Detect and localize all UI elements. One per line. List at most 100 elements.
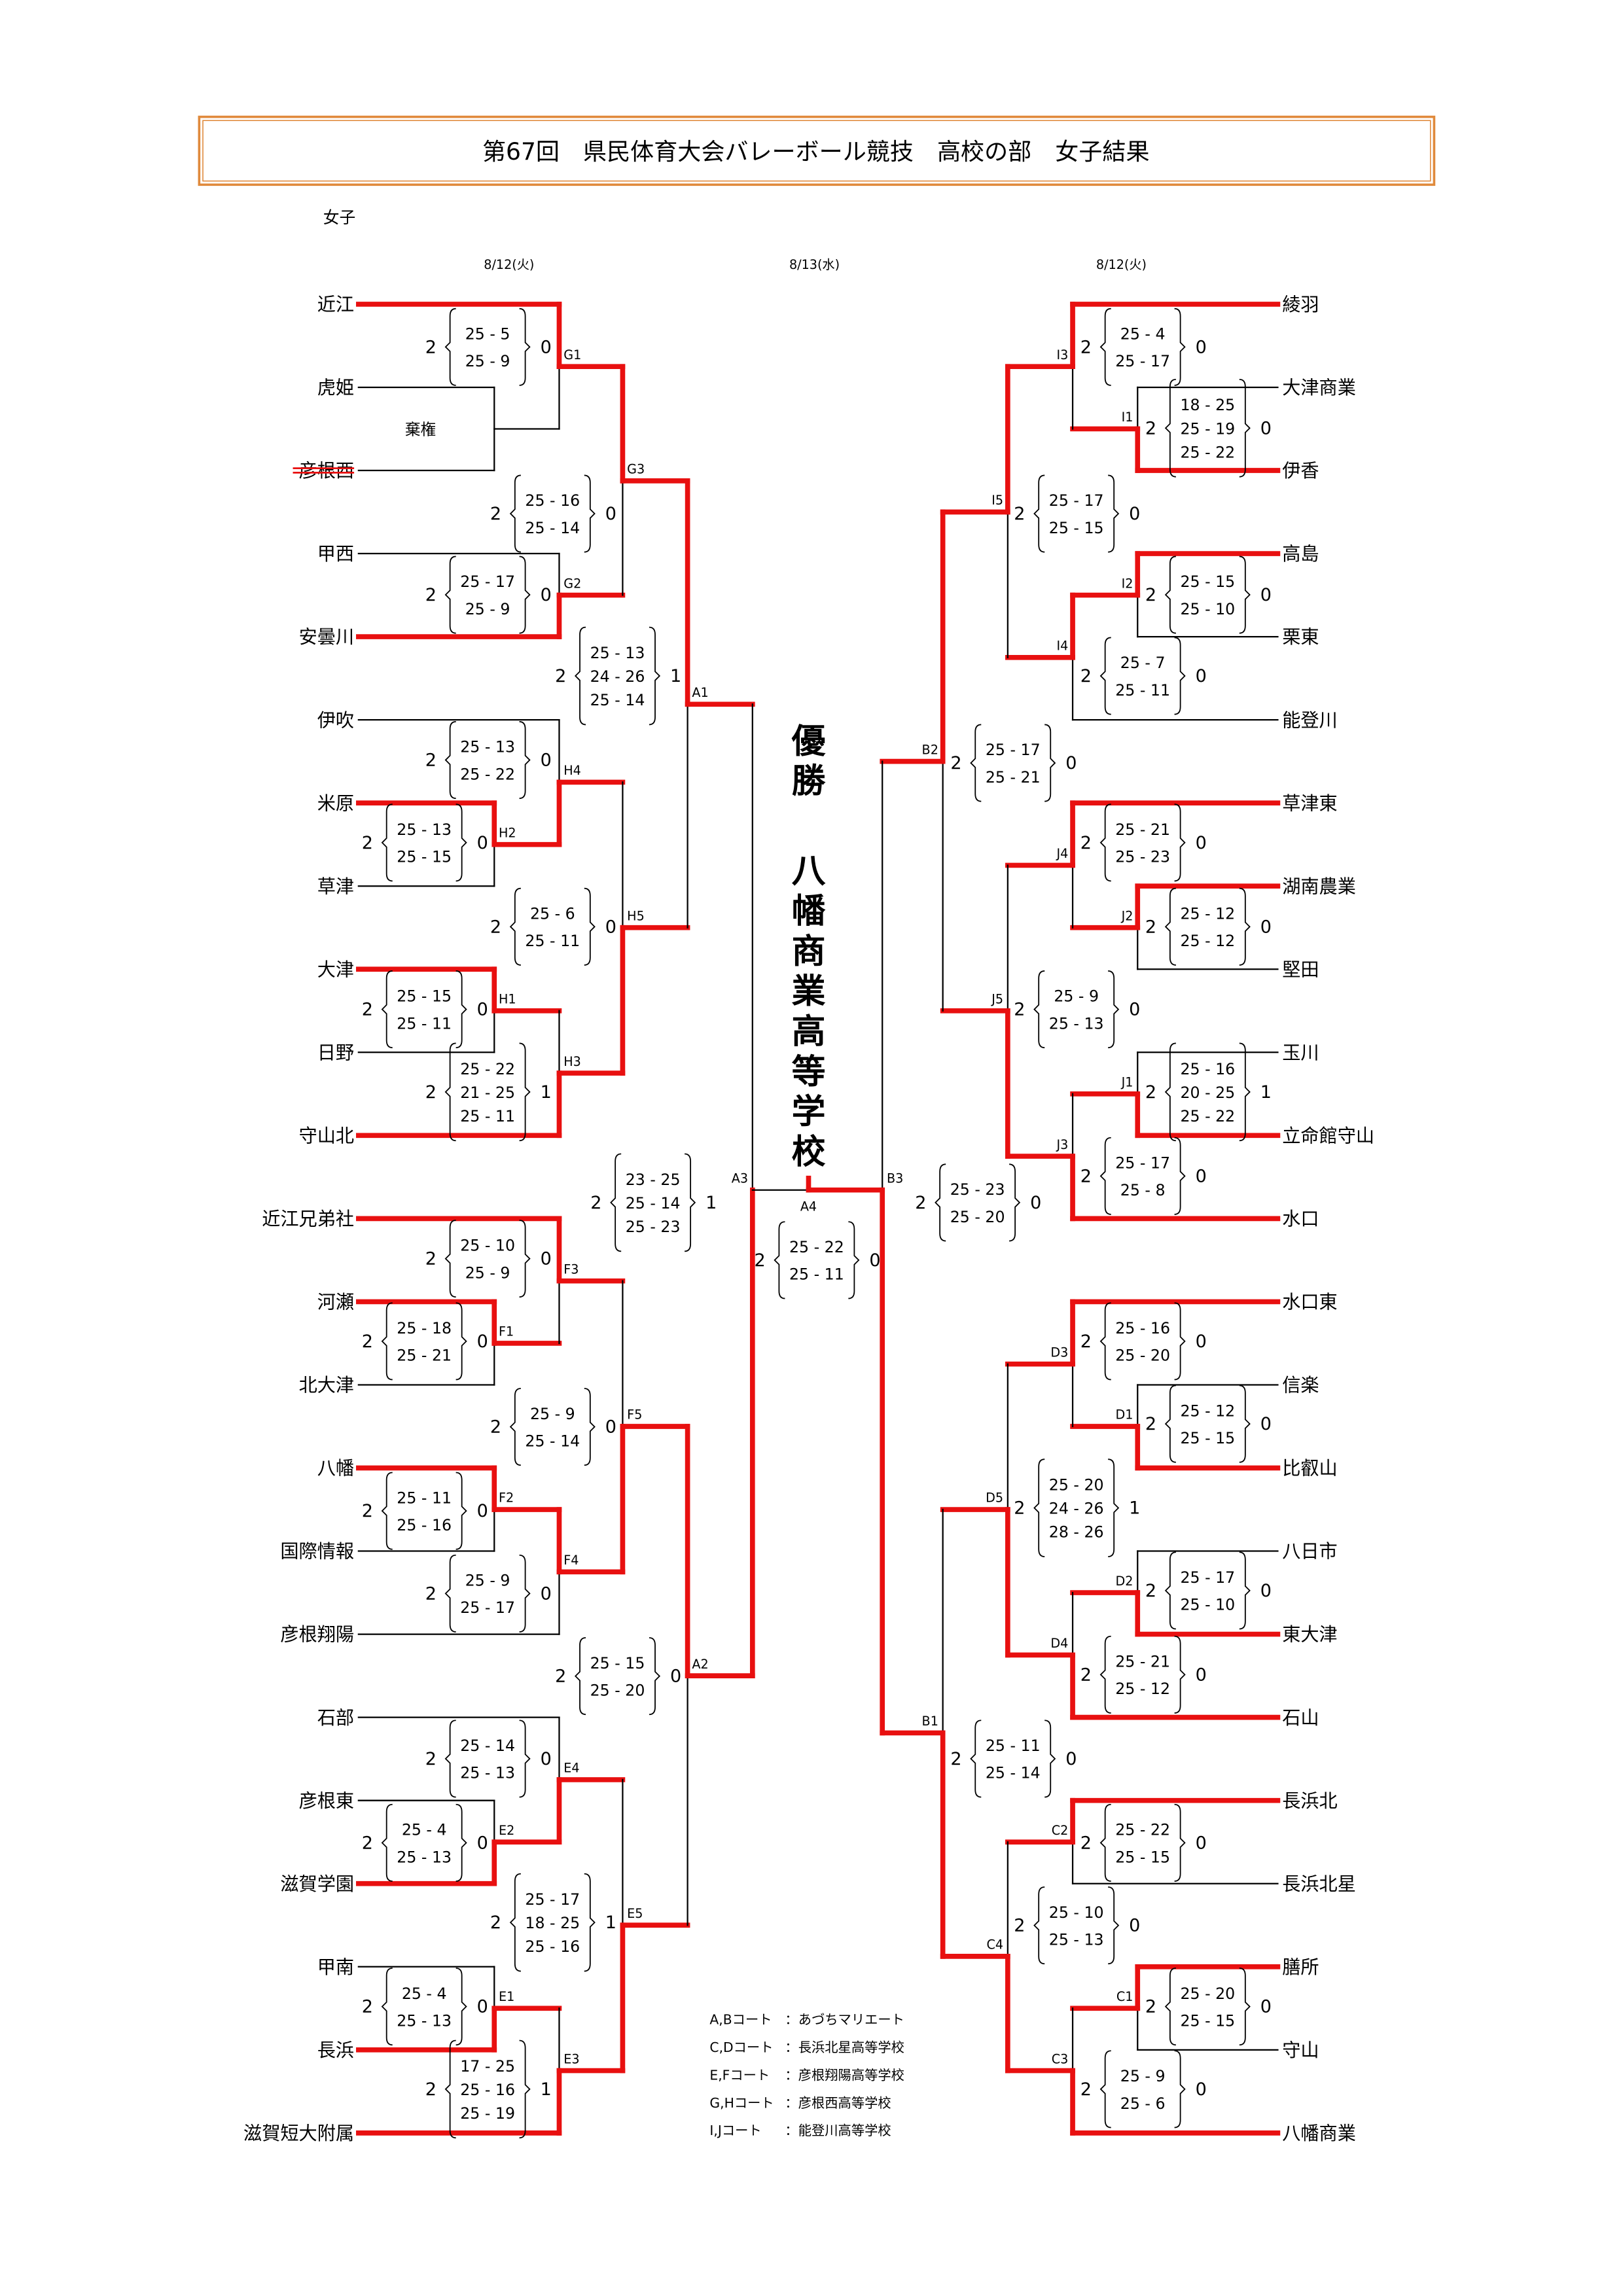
set-score: 25 - 16 xyxy=(525,491,580,510)
close-brace xyxy=(519,308,531,386)
set-score: 25 - 20 xyxy=(1180,1985,1235,2003)
open-brace xyxy=(1164,1385,1176,1463)
loser-sets: 1 xyxy=(605,1913,616,1933)
winner-sets: 2 xyxy=(754,1250,765,1271)
match-label: J4 xyxy=(1056,846,1068,861)
set-score: 25 - 14 xyxy=(460,1737,515,1755)
winner-sets: 2 xyxy=(555,1667,566,1687)
loser-sets: 0 xyxy=(1196,666,1207,686)
set-score: 25 - 11 xyxy=(397,1014,452,1033)
team-name: 彦根翔陽 xyxy=(280,1624,354,1646)
team-name: 滋賀短大附属 xyxy=(243,2123,354,2144)
team-name-withdrawn: 彦根西 xyxy=(299,460,355,482)
set-score: 25 - 9 xyxy=(465,600,510,618)
champion-school-char: 等 xyxy=(792,1052,826,1091)
winner-sets: 2 xyxy=(362,1000,373,1020)
open-brace xyxy=(1099,1635,1111,1714)
team-name: 彦根東 xyxy=(299,1790,355,1812)
close-brace xyxy=(455,1472,467,1550)
close-brace xyxy=(1174,2050,1186,2128)
set-score: 25 - 12 xyxy=(1180,1402,1235,1420)
court-venue: 長浜北星高等学校 xyxy=(798,2040,904,2055)
close-brace xyxy=(519,1720,531,1798)
set-score: 25 - 4 xyxy=(402,1821,447,1839)
match-label: E3 xyxy=(563,2051,579,2066)
team-name: 八幡 xyxy=(317,1458,354,1479)
loser-sets: 0 xyxy=(541,1749,552,1769)
open-brace xyxy=(381,1968,393,2046)
close-brace xyxy=(1108,970,1120,1049)
winner-sets: 2 xyxy=(590,1193,601,1213)
team-name: 大津 xyxy=(317,959,354,980)
match-label: D5 xyxy=(986,1491,1003,1506)
loser-sets: 1 xyxy=(541,2079,552,2100)
open-brace xyxy=(381,1803,393,1882)
match-label: H5 xyxy=(627,908,645,923)
set-score: 25 - 11 xyxy=(986,1737,1041,1755)
set-score: 25 - 14 xyxy=(525,519,580,537)
match-label: C4 xyxy=(987,1937,1004,1952)
open-brace xyxy=(1099,308,1111,386)
match-label: F2 xyxy=(499,1491,514,1506)
loser-sets: 0 xyxy=(1065,753,1077,773)
winner-sets: 2 xyxy=(1014,1000,1025,1020)
open-brace xyxy=(444,1720,456,1798)
match-label: G3 xyxy=(627,462,645,477)
date-center: 8/13(水) xyxy=(789,257,840,272)
winner-sets: 2 xyxy=(362,833,373,853)
set-score: 25 - 22 xyxy=(1180,443,1235,461)
loser-sets: 1 xyxy=(705,1193,717,1213)
court-separator: ： xyxy=(785,2067,798,2083)
open-brace xyxy=(1164,1551,1176,1630)
match-label: D3 xyxy=(1050,1345,1068,1360)
team-name: 日野 xyxy=(317,1042,354,1063)
match-label: E5 xyxy=(627,1906,643,1921)
set-score: 25 - 4 xyxy=(1120,325,1166,343)
set-score: 25 - 22 xyxy=(1180,1107,1235,1125)
team-name: 近江兄弟社 xyxy=(262,1209,354,1230)
loser-sets: 0 xyxy=(605,1417,616,1438)
open-brace xyxy=(1164,1042,1176,1142)
team-name: 長浜北星 xyxy=(1282,1873,1356,1895)
set-score: 25 - 22 xyxy=(1115,1821,1170,1839)
open-brace xyxy=(444,308,456,386)
champion-school-char: 業 xyxy=(792,972,826,1012)
team-name: 伊香 xyxy=(1282,460,1319,482)
open-brace xyxy=(1099,1302,1111,1381)
set-score: 25 - 14 xyxy=(525,1432,580,1450)
winner-sets: 2 xyxy=(490,504,501,524)
loser-sets: 0 xyxy=(1260,1997,1272,2017)
match-label: A4 xyxy=(800,1199,817,1214)
set-score: 25 - 4 xyxy=(402,1985,447,2003)
match-label: I3 xyxy=(1056,347,1068,362)
open-brace xyxy=(1033,474,1045,553)
set-score: 25 - 17 xyxy=(460,1598,515,1617)
set-score: 25 - 23 xyxy=(626,1218,681,1236)
match-label: G2 xyxy=(563,576,581,591)
close-brace xyxy=(1239,1551,1251,1630)
set-score: 25 - 13 xyxy=(460,1764,515,1782)
open-brace xyxy=(444,1042,456,1142)
set-score: 25 - 15 xyxy=(1180,2012,1235,2030)
set-score: 25 - 11 xyxy=(789,1265,844,1284)
court-separator: ： xyxy=(785,2123,798,2138)
close-brace xyxy=(685,1153,696,1252)
set-score: 25 - 15 xyxy=(1180,1429,1235,1447)
set-score: 25 - 6 xyxy=(530,904,575,923)
match-label: B3 xyxy=(887,1171,903,1186)
open-brace xyxy=(444,556,456,634)
winner-sets: 2 xyxy=(950,753,961,773)
team-name: 八日市 xyxy=(1282,1541,1338,1563)
set-score: 25 - 11 xyxy=(460,1107,515,1125)
close-brace xyxy=(1174,1302,1186,1381)
